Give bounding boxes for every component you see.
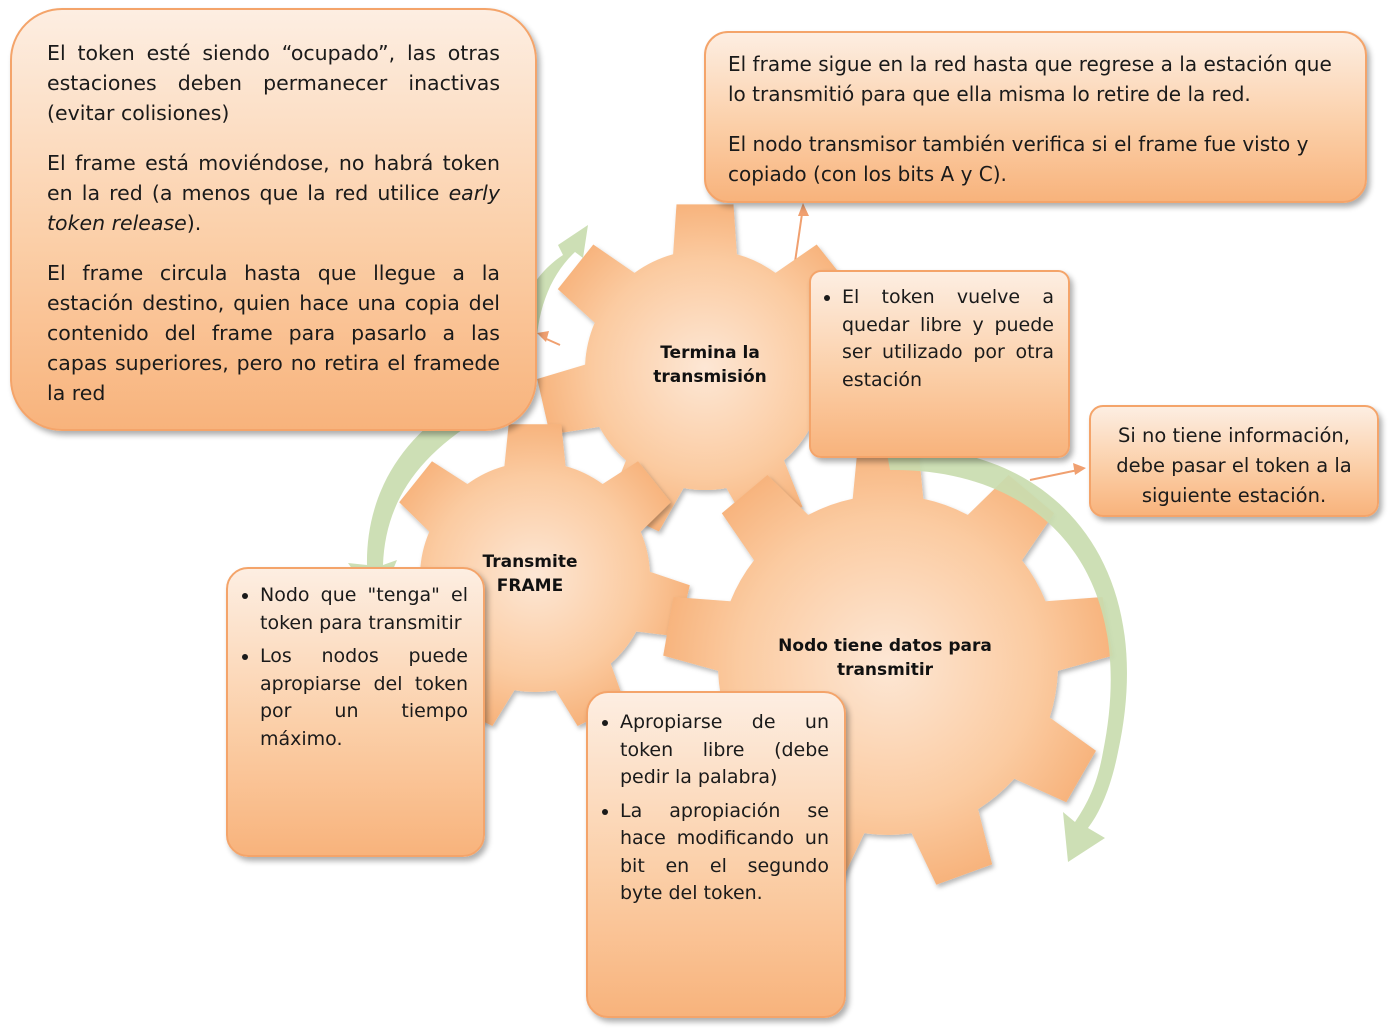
box-token-libre: El token vuelve a quedar libre y puede s… <box>809 270 1070 458</box>
box-text: El frame está moviéndose, no habrá token… <box>47 151 500 205</box>
gear-label-termina: Termina la transmisión <box>610 341 810 389</box>
gear-termina-transmision <box>537 204 873 532</box>
bullet-list: Nodo que "tenga" el token para transmiti… <box>243 582 468 753</box>
box-frame-sigue: El frame sigue en la red hasta que regre… <box>704 31 1367 203</box>
gear-label-line: transmitir <box>836 660 934 680</box>
gear-label-nodo: Nodo tiene datos para transmitir <box>755 634 1015 682</box>
list-item: Los nodos puede apropiarse del token por… <box>260 643 468 753</box>
gear-label-transmite: Transmite FRAME <box>450 550 610 598</box>
box-paragraph: El frame sigue en la red hasta que regre… <box>728 52 1332 106</box>
connector-arrowhead <box>1073 463 1086 475</box>
gear-label-line: Termina la <box>660 343 760 363</box>
box-paragraph: El nodo transmisor también verifica si e… <box>728 132 1309 186</box>
box-token-ocupado: El token esté siendo “ocupado”, las otra… <box>10 8 537 431</box>
cycle-arrow-left <box>348 397 482 606</box>
box-text: ). <box>186 211 202 235</box>
connector-arrowhead <box>537 331 549 342</box>
list-item: Nodo que "tenga" el token para transmiti… <box>260 582 468 637</box>
box-apropiarse: Apropiarse de un token libre (debe pedir… <box>586 691 846 1018</box>
gear-label-line: FRAME <box>496 576 564 596</box>
list-item: El token vuelve a quedar libre y puede s… <box>842 284 1054 394</box>
box-paragraph: El frame circula hasta que llegue a la e… <box>47 261 500 405</box>
gear-label-line: Transmite <box>482 552 578 572</box>
connector-termina-to-frame-box <box>794 206 804 263</box>
box-text-italic: early token release <box>47 181 500 235</box>
connector-arrowhead <box>798 203 809 216</box>
box-paragraph: El token esté siendo “ocupado”, las otra… <box>47 41 500 125</box>
list-item: Apropiarse de un token libre (debe pedir… <box>620 709 829 792</box>
list-item: La apropiación se hace modificando un bi… <box>620 798 829 908</box>
connector-nodo-to-info-box <box>1029 469 1079 481</box>
box-paragraph: Si no tiene información, debe pasar el t… <box>1116 424 1352 507</box>
gear-label-line: Nodo tiene datos para <box>778 636 992 656</box>
box-no-info: Si no tiene información, debe pasar el t… <box>1089 405 1379 517</box>
bullet-list: Apropiarse de un token libre (debe pedir… <box>603 709 829 908</box>
box-nodo-token: Nodo que "tenga" el token para transmiti… <box>226 567 485 857</box>
bullet-list: El token vuelve a quedar libre y puede s… <box>825 284 1054 394</box>
box-paragraph: El frame está moviéndose, no habrá token… <box>47 148 500 238</box>
gear-label-line: transmisión <box>653 367 767 387</box>
